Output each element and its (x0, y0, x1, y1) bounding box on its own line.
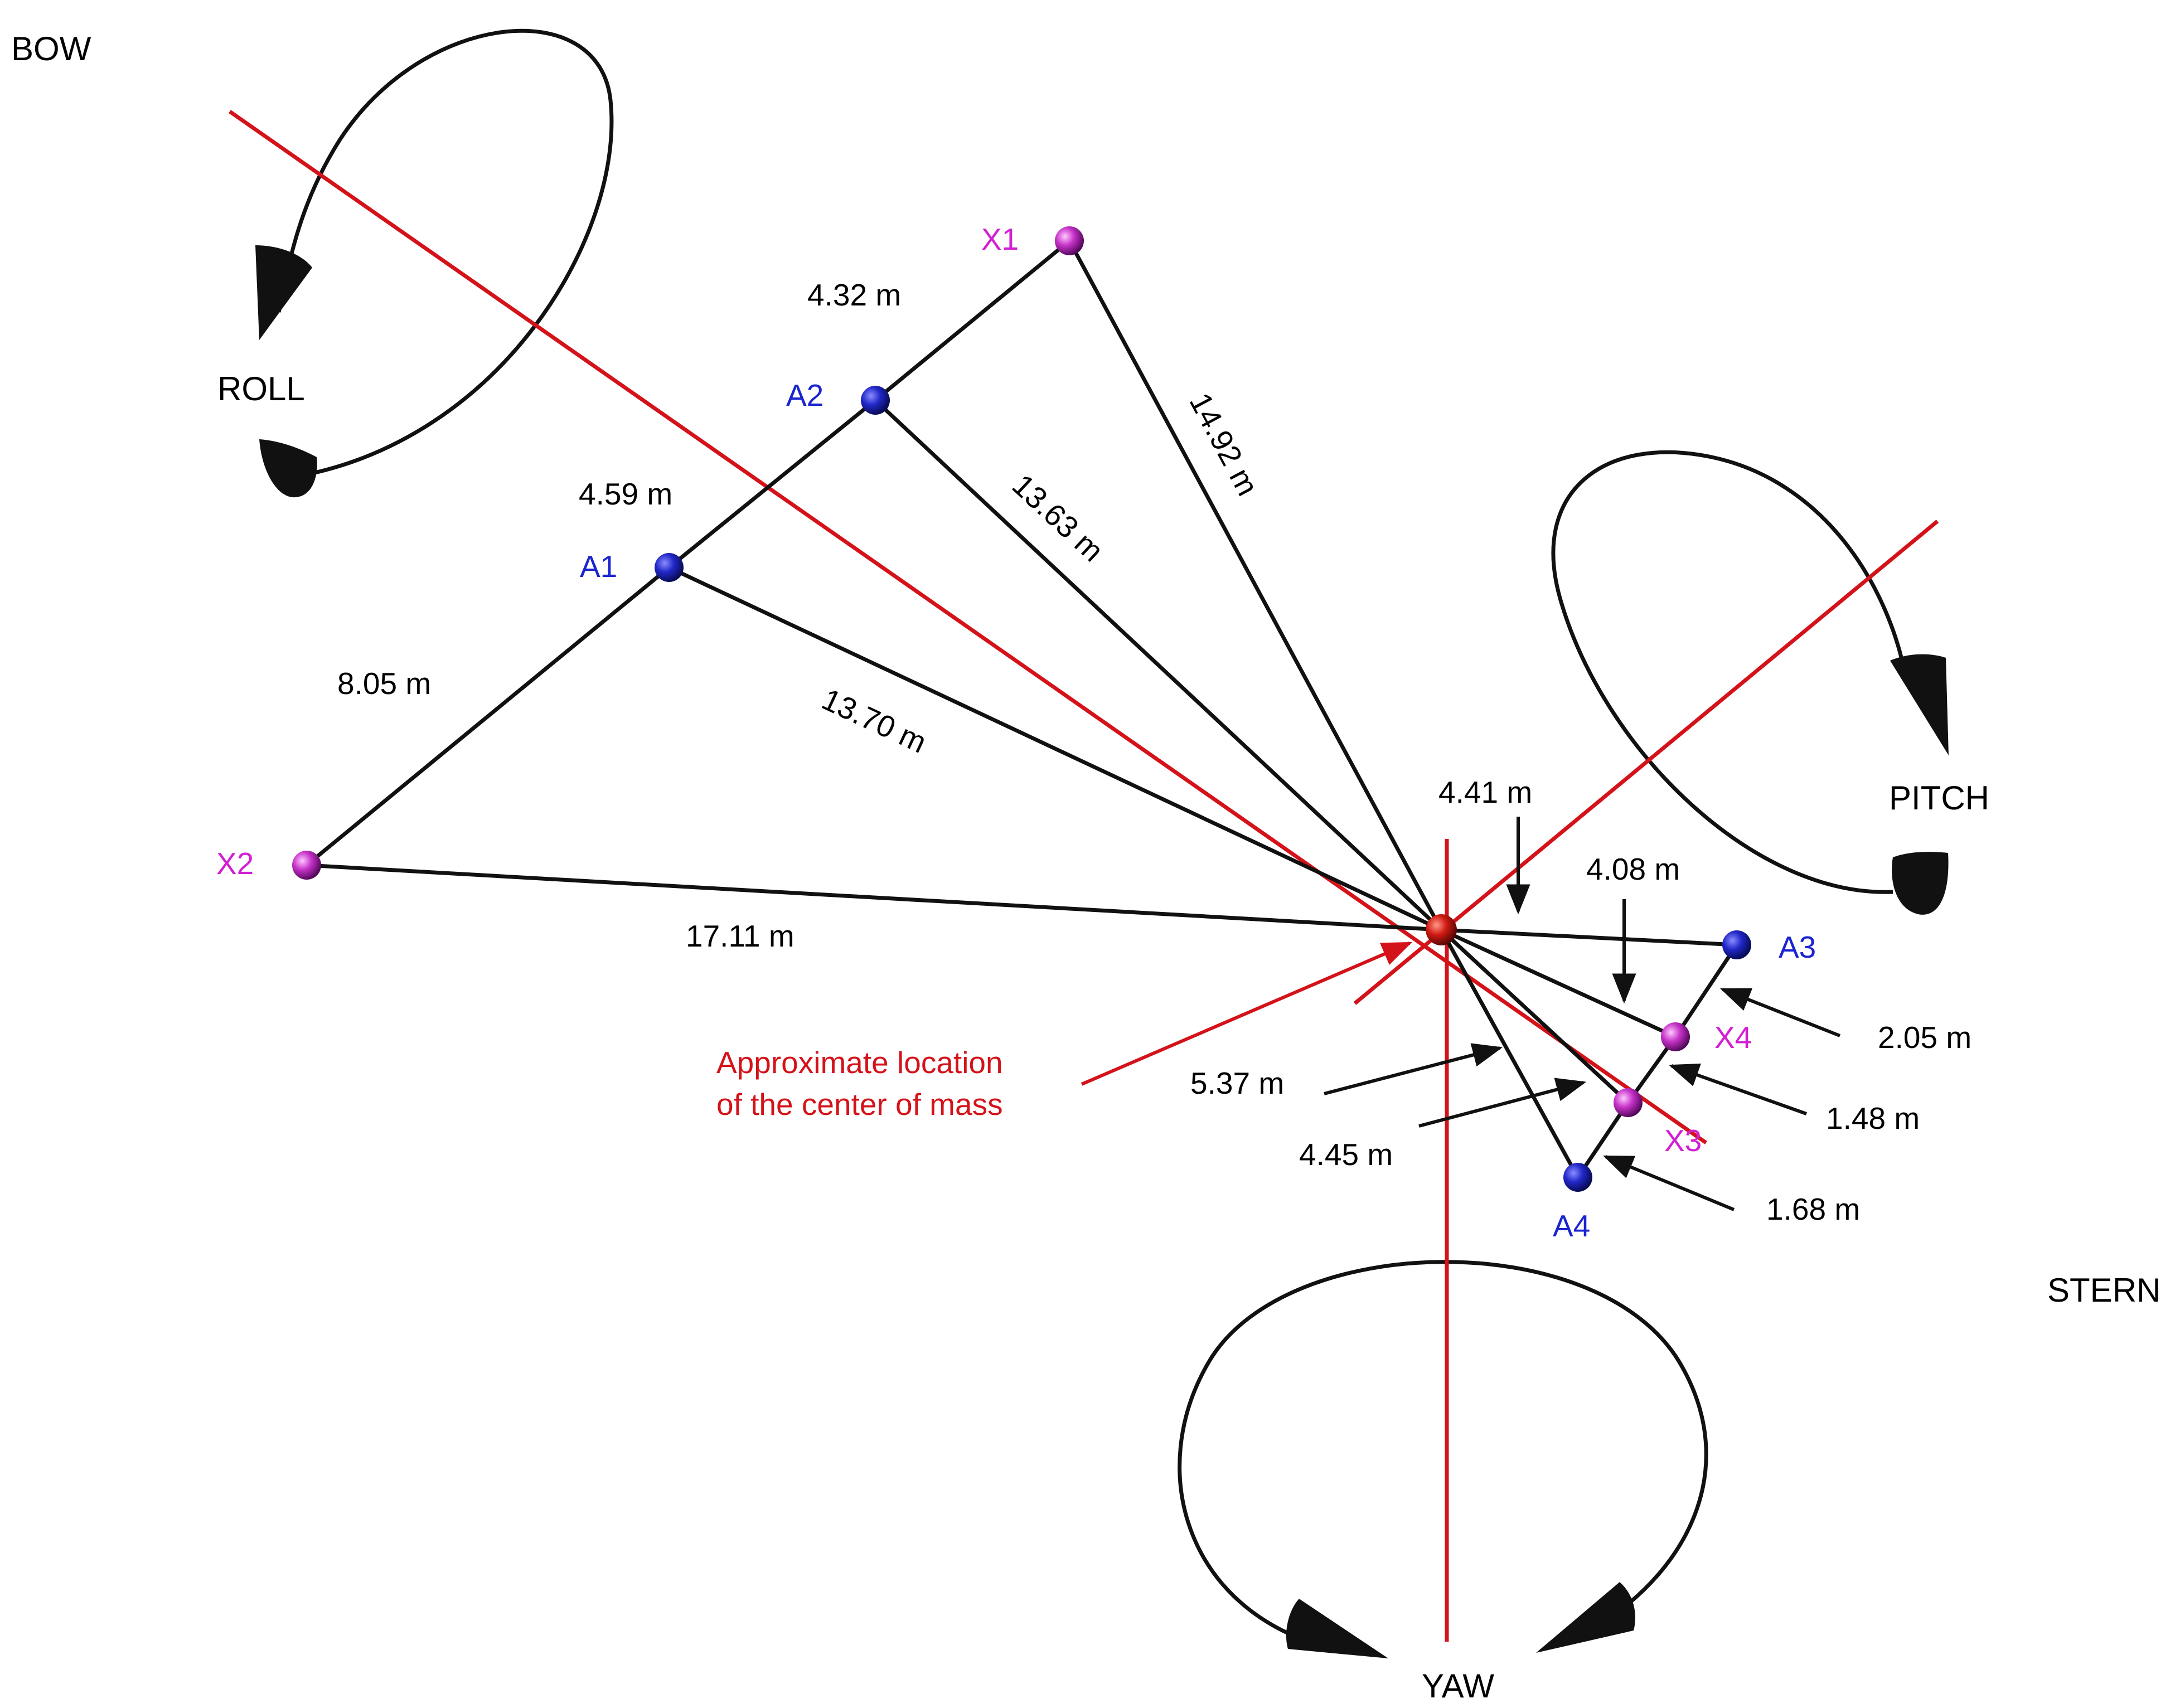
point-a1 (655, 553, 684, 582)
pitch-label: PITCH (1889, 779, 1989, 817)
distance-cm-a1: 13.70 m (817, 682, 932, 760)
yaw-loop-path (1178, 1260, 1708, 1652)
point-a2-label: A2 (786, 378, 823, 413)
point-a3 (1722, 930, 1751, 959)
callout-arrows (1081, 817, 1841, 1211)
center-of-mass-point (1426, 914, 1457, 945)
distance-a3-x4: 2.05 m (1878, 1020, 1971, 1055)
arrow-cm-a4 (1324, 1043, 1503, 1095)
point-x2 (292, 851, 321, 880)
roll-label: ROLL (217, 370, 305, 407)
distance-cm-a4: 5.37 m (1190, 1066, 1284, 1100)
roll-arrowhead-icon (255, 245, 312, 340)
point-x2-label: X2 (216, 846, 254, 881)
point-x4 (1661, 1022, 1690, 1051)
distance-cm-x2: 17.11 m (686, 919, 795, 953)
line-a2-a1 (667, 399, 877, 569)
point-x3-label: X3 (1664, 1123, 1702, 1158)
roll-rotation-loop (255, 28, 614, 498)
pitch-arrowhead-icon (1890, 654, 1949, 755)
point-x1 (1055, 226, 1084, 255)
arrow-x4-x3 (1668, 1063, 1808, 1115)
pitch-rotation-loop (1551, 450, 1949, 915)
measurement-points (292, 226, 1751, 1192)
line-cm-a2 (874, 399, 1443, 931)
pitch-arrowtail-icon (1892, 852, 1949, 915)
line-cm-a4 (1439, 929, 1580, 1178)
line-cm-x3 (1440, 928, 1630, 1104)
point-a3-label: A3 (1779, 930, 1816, 964)
distance-x4-x3: 1.48 m (1826, 1101, 1920, 1136)
roll-loop-path (277, 28, 614, 479)
distance-cm-x3: 4.45 m (1299, 1137, 1393, 1172)
arrow-center-of-mass (1081, 942, 1412, 1086)
roll-axis-line (228, 110, 1708, 1144)
yaw-label: YAW (1422, 1667, 1494, 1705)
arrow-a3-x4 (1719, 988, 1841, 1037)
distance-cm-x4: 4.08 m (1586, 852, 1680, 886)
stern-label: STERN (2047, 1272, 2160, 1309)
center-of-mass-annotation-line1: Approximate location (716, 1045, 1003, 1080)
point-a4 (1563, 1163, 1592, 1192)
distance-cm-x1: 14.92 m (1183, 387, 1265, 502)
point-x1-label: X1 (981, 222, 1019, 256)
point-x3 (1614, 1088, 1643, 1117)
yaw-arrowhead-right-icon (1536, 1582, 1635, 1653)
pitch-loop-path (1551, 450, 1909, 894)
point-a4-label: A4 (1553, 1209, 1590, 1243)
line-cm-a3 (1441, 928, 1737, 947)
distance-cm-a3: 4.41 m (1438, 775, 1532, 809)
line-a3-x4 (1674, 944, 1738, 1038)
distance-lines (305, 239, 1738, 1178)
point-a1-label: A1 (580, 549, 617, 584)
line-x3-a4 (1576, 1102, 1630, 1178)
distance-cm-a2: 13.63 m (1006, 467, 1111, 568)
line-cm-x1 (1067, 240, 1443, 931)
distance-x3-a4: 1.68 m (1766, 1192, 1860, 1226)
yaw-rotation-loop (1178, 1260, 1708, 1658)
line-cm-a1 (668, 565, 1442, 932)
roll-arrowtail-icon (259, 439, 317, 498)
line-cm-x4 (1440, 928, 1677, 1039)
yaw-arrowhead-left-icon (1286, 1599, 1388, 1658)
line-x1-a2 (874, 239, 1071, 402)
arrow-x3-a4 (1603, 1155, 1735, 1211)
line-a1-x2 (305, 566, 671, 867)
bow-label: BOW (11, 30, 91, 67)
arrow-cm-x3 (1418, 1078, 1587, 1128)
line-cm-x2 (306, 863, 1442, 932)
distance-a1-x2: 8.05 m (337, 666, 431, 701)
point-x4-label: X4 (1714, 1020, 1752, 1055)
distance-a2-a1: 4.59 m (579, 477, 672, 511)
distance-x1-a2: 4.32 m (807, 278, 901, 312)
point-a2 (861, 386, 890, 415)
center-of-mass-annotation-line2: of the center of mass (716, 1087, 1003, 1122)
